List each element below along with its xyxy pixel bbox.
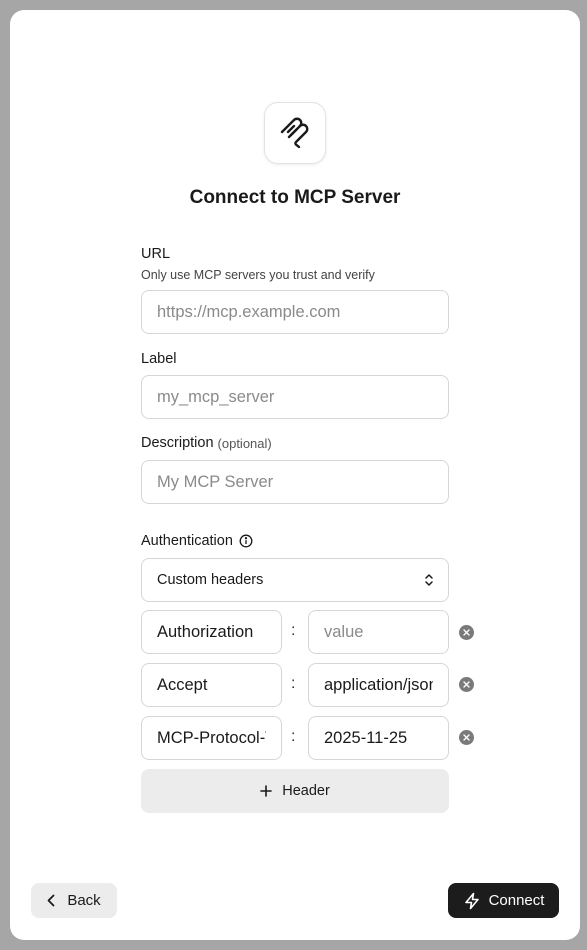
header-key-input[interactable] <box>141 610 282 654</box>
optional-tag: (optional) <box>217 435 272 451</box>
header-key-input[interactable] <box>141 716 282 760</box>
url-label-text: URL <box>141 246 171 262</box>
remove-circle-icon[interactable] <box>459 730 474 745</box>
header-value-input[interactable] <box>308 663 449 707</box>
description-label-text: Description <box>141 435 214 451</box>
url-label: URL <box>141 246 170 262</box>
label-field-label-text: Label <box>141 351 177 367</box>
header-key-input[interactable] <box>141 663 282 707</box>
lightning-icon <box>463 892 481 910</box>
connect-mcp-dialog: Connect to MCP Server URL Only use MCP s… <box>10 10 580 940</box>
chevron-up-down-icon <box>424 573 434 587</box>
header-separator: : <box>291 675 296 692</box>
mcp-logo <box>264 102 326 164</box>
authentication-select[interactable]: Custom headers <box>141 558 449 602</box>
authentication-selected-value: Custom headers <box>157 572 264 588</box>
connect-label: Connect <box>488 892 545 909</box>
authentication-label-text: Authentication <box>141 533 233 549</box>
add-header-label: Header <box>282 783 330 799</box>
description-input[interactable] <box>141 460 449 504</box>
url-hint: Only use MCP servers you trust and verif… <box>141 268 375 282</box>
label-field-label: Label <box>141 351 176 367</box>
remove-circle-icon[interactable] <box>459 677 474 692</box>
info-icon[interactable] <box>239 534 253 548</box>
authentication-label: Authentication <box>141 533 253 549</box>
mcp-logo-icon <box>278 116 312 150</box>
header-value-input[interactable] <box>308 610 449 654</box>
dialog-title: Connect to MCP Server <box>189 187 401 208</box>
connect-button[interactable]: Connect <box>448 883 559 918</box>
add-header-button[interactable]: Header <box>141 769 449 813</box>
header-separator: : <box>291 728 296 745</box>
plus-icon <box>260 785 273 797</box>
description-label: Description (optional) <box>141 435 272 451</box>
back-button[interactable]: Back <box>31 883 117 918</box>
header-value-input[interactable] <box>308 716 449 760</box>
back-label: Back <box>67 892 101 909</box>
url-input[interactable] <box>141 290 449 334</box>
remove-circle-icon[interactable] <box>459 625 474 640</box>
chevron-left-icon <box>47 894 55 907</box>
label-input[interactable] <box>141 375 449 419</box>
header-separator: : <box>291 622 296 639</box>
